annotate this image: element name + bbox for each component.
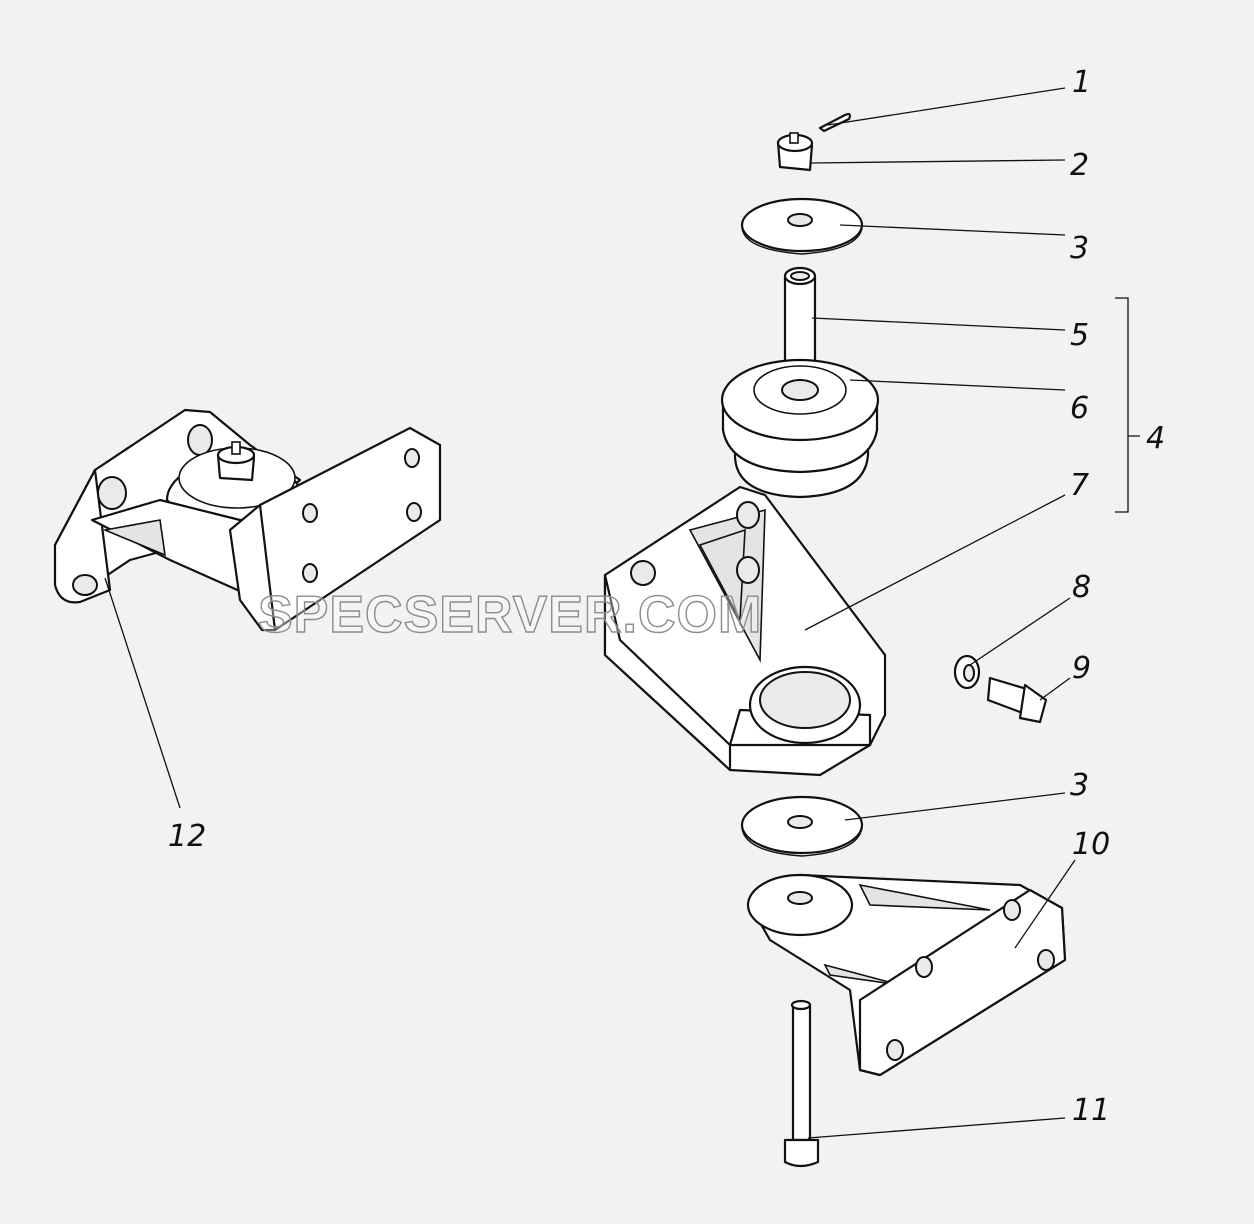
callout-7: 7	[1070, 468, 1089, 503]
callout-9: 9	[1072, 651, 1091, 686]
callout-1: 1	[1072, 65, 1091, 100]
leader-lines	[104, 87, 1076, 1139]
callout-6: 6	[1070, 391, 1089, 426]
bracket-7	[603, 485, 887, 777]
long-bolt-11	[783, 999, 820, 1168]
callout-8: 8	[1072, 570, 1091, 605]
sleeve-5	[783, 266, 817, 372]
washer-3-bottom	[740, 795, 864, 857]
cotter-pin-1	[818, 113, 851, 133]
bolt-9	[986, 676, 1048, 724]
callout-2: 2	[1070, 148, 1089, 183]
rubber-cushion-6	[720, 358, 880, 499]
callout-11: 11	[1072, 1093, 1110, 1128]
callout-5: 5	[1070, 318, 1089, 353]
callout-10: 10	[1072, 827, 1110, 862]
castle-nut-2	[776, 132, 814, 172]
callout-3b: 3	[1070, 768, 1089, 803]
callout-12: 12	[168, 819, 206, 854]
washer-3-top	[740, 197, 864, 255]
callout-4: 4	[1146, 421, 1165, 456]
lower-bracket-10	[746, 873, 1067, 1077]
group-bracket-4	[1115, 297, 1140, 513]
lock-washer-8	[953, 654, 981, 690]
callout-3a: 3	[1070, 231, 1089, 266]
callout-numbers: 1 2 3 5 6 4 7 8 9 3 10 11 12	[168, 65, 1165, 1128]
watermark: SPECSERVER.COM	[258, 586, 762, 644]
assembled-mount-12	[53, 408, 442, 632]
